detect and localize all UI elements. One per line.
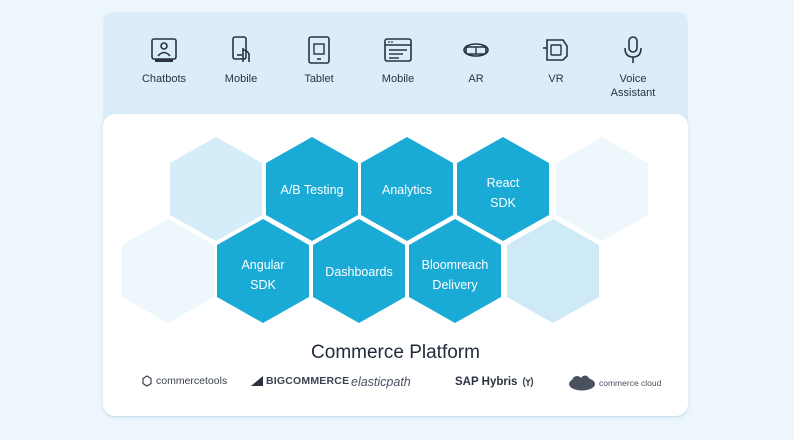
ar-headset-icon <box>463 43 489 57</box>
logo-text: commerce cloud <box>599 378 662 388</box>
channel-label: Voice Assistant <box>610 73 656 99</box>
logo-salesforce-commerce-cloud: commerce cloud <box>568 375 661 391</box>
hex-bloomreach-delivery <box>409 219 501 323</box>
channel-voice-assistant: Voice Assistant <box>588 36 678 100</box>
logo-text: SAP Hybris <box>455 376 518 388</box>
channel-ar: AR <box>431 36 521 86</box>
hex-ab-testing <box>266 137 358 241</box>
logo-text: BIGCOMMERCE <box>266 375 350 387</box>
hybris-icon <box>523 376 534 388</box>
hex-decorative <box>556 137 648 241</box>
logo-commercetools: commercetools <box>141 375 227 387</box>
hex-analytics <box>361 137 453 241</box>
hex-decorative <box>507 219 599 323</box>
hex-dashboards <box>313 219 405 323</box>
hex-label: Analytics <box>381 183 433 197</box>
channel-label: Mobile <box>224 73 258 85</box>
hex-angular-sdk <box>217 219 309 323</box>
logo-bigcommerce: BIGCOMMERCE <box>250 375 349 387</box>
channel-chatbots: Chatbots <box>119 36 209 86</box>
channel-label: Mobile <box>381 73 415 85</box>
hex-decorative <box>170 137 262 241</box>
mobile-browser-icon <box>384 38 412 62</box>
hex-react-sdk <box>457 137 549 241</box>
logo-elasticpath: elasticpath <box>351 375 411 389</box>
salesforce-cloud-icon <box>569 375 595 391</box>
logo-sap-hybris: SAP Hybris <box>455 375 535 389</box>
logo-text: elasticpath <box>351 375 411 389</box>
channel-label: Chatbots <box>141 73 187 85</box>
chatbot-icon <box>151 38 177 62</box>
channel-label: VR <box>548 73 564 85</box>
channel-tablet: Tablet <box>274 36 364 86</box>
channel-mobile-browser: Mobile <box>353 36 443 86</box>
vr-headset-icon <box>543 39 568 61</box>
hex-decorative <box>122 219 214 323</box>
mobile-touch-icon <box>232 36 250 62</box>
tablet-icon <box>308 36 330 64</box>
platform-title: Commerce Platform <box>311 342 480 363</box>
microphone-icon <box>624 36 642 63</box>
hex-label: Bloomreach Delivery <box>421 258 489 292</box>
logo-text: commercetools <box>156 375 228 387</box>
channel-vr: VR <box>511 36 601 86</box>
hex-label: Angular SDK <box>241 258 285 292</box>
hex-label: A/B Testing <box>280 183 344 197</box>
hex-label: React SDK <box>486 176 520 210</box>
commercetools-icon <box>142 375 152 387</box>
channel-label: Tablet <box>304 73 334 85</box>
bigcommerce-icon <box>251 376 263 386</box>
hex-label: Dashboards <box>325 265 393 279</box>
channel-label: AR <box>468 73 484 85</box>
channel-mobile: Mobile <box>196 36 286 86</box>
